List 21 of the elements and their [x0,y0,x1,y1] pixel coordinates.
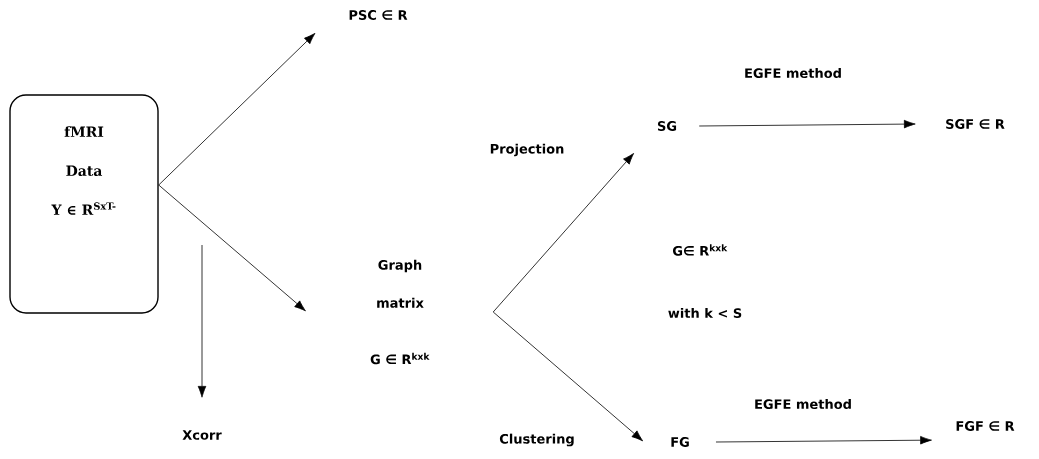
arrow [715,436,932,445]
arrow [492,311,644,442]
edge-label: EGFE method [743,67,843,80]
node-label: SGF ∈ R [946,119,1005,129]
edge-label: Projection [488,142,566,158]
arrow [492,153,634,313]
note-text: G∈ R$^{kxk}$ [673,244,728,256]
node-label: FG [671,437,689,447]
node-label: FGF ∈ R [956,421,1015,431]
arrow [158,32,316,186]
arrow [698,119,916,129]
edge-label: EGFE method [753,397,853,411]
arrow [197,244,207,398]
data-box: fMRI Data Y ∈ R$^{SxT-}$ [9,94,159,314]
graph-matrix-text: Graph matrix G ∈ R$^{kxk}$ [370,259,430,365]
node-label: Xcorr [182,430,222,440]
arrow [158,184,306,312]
node-label: PSC ∈ R [349,10,408,20]
note-text: with k < S [668,307,742,319]
edge-label: Clustering [498,432,576,448]
node-label: SG [657,121,677,131]
